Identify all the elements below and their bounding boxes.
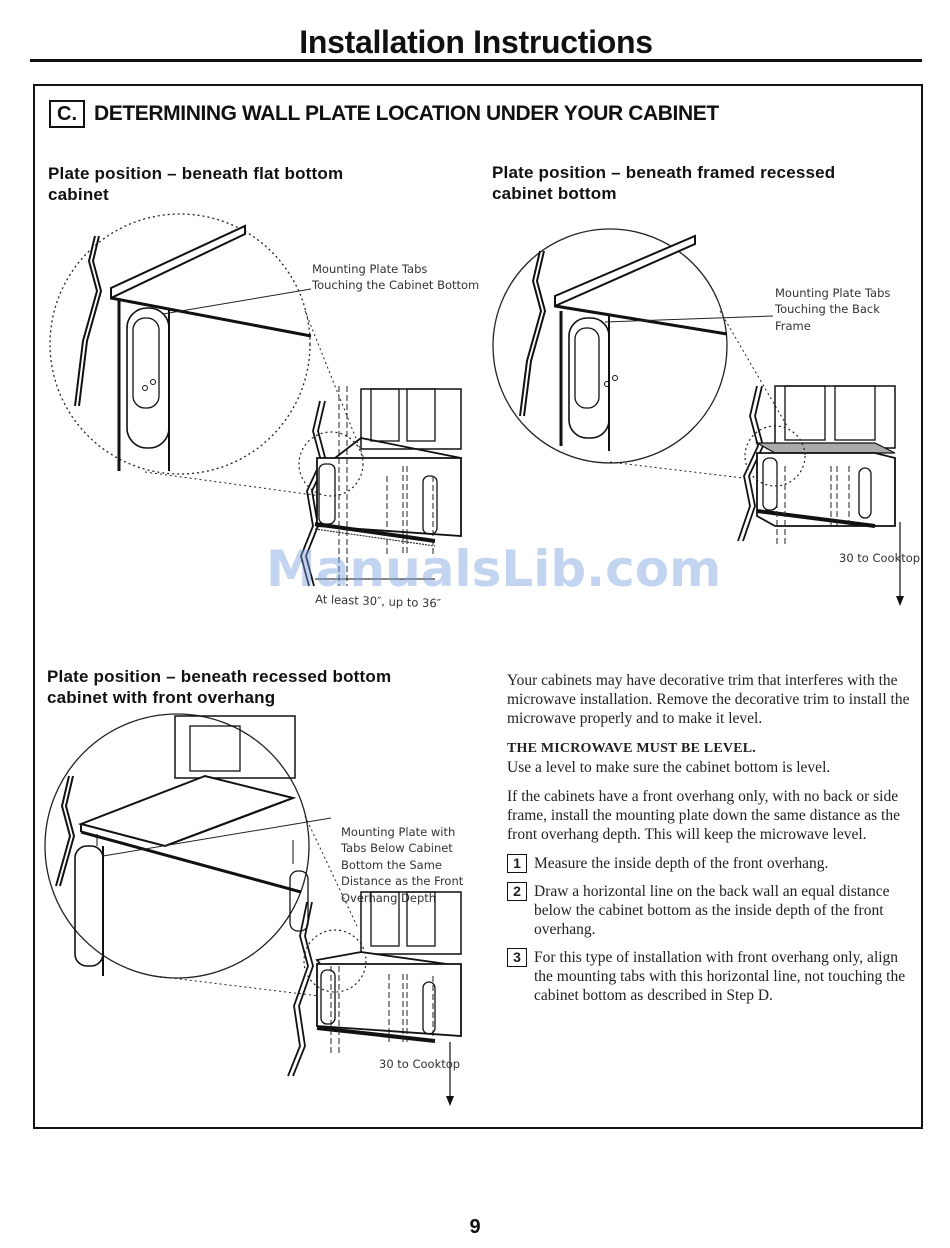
page-title: Installation Instructions — [299, 24, 653, 60]
magnifier-circle — [44, 713, 310, 979]
watermark: ManualsLib.com — [266, 540, 722, 598]
overhang-dimension-label: 30 to Cooktop — [379, 1057, 460, 1071]
flat-cabinet-heading-line2: cabinet — [48, 185, 109, 204]
level-text: Use a level to make sure the cabinet bot… — [507, 759, 831, 776]
page-header: Installation Instructions — [30, 22, 922, 62]
framed-cabinet-heading-line2: cabinet bottom — [492, 184, 617, 203]
framed-cabinet-diagram: Mounting Plate Tabs Touching the Back Fr… — [492, 228, 920, 606]
level-heading: THE MICROWAVE MUST BE LEVEL. — [507, 741, 756, 756]
overhang-callout-line5: Overhang Depth — [341, 891, 436, 905]
step-item: 1 Measure the inside depth of the front … — [507, 854, 915, 873]
overhang-cabinet-heading: Plate position – beneath recessed bottom… — [47, 666, 391, 708]
flat-dimension-label: At least 30″, up to 36″ — [315, 592, 442, 610]
overhang-callout-line2: Tabs Below Cabinet — [340, 841, 453, 855]
framed-callout-line3: Frame — [775, 319, 811, 333]
level-paragraph: THE MICROWAVE MUST BE LEVEL. Use a level… — [507, 738, 915, 777]
step-text: Measure the inside depth of the front ov… — [534, 855, 829, 872]
flat-cabinet-heading: Plate position – beneath flat bottom cab… — [48, 163, 343, 205]
flat-callout-line1: Mounting Plate Tabs — [312, 262, 427, 276]
magnifier-circle — [492, 228, 728, 464]
step-number-badge: 2 — [507, 882, 527, 901]
flat-callout-line2: Touching the Cabinet Bottom — [311, 278, 479, 292]
magnifier-circle — [49, 213, 311, 475]
framed-callout-line1: Mounting Plate Tabs — [775, 286, 890, 300]
step-item: 2 Draw a horizontal line on the back wal… — [507, 882, 915, 939]
section-heading: DETERMINING WALL PLATE LOCATION UNDER YO… — [94, 102, 719, 125]
overhang-callout-line1: Mounting Plate with — [341, 825, 455, 839]
framed-cabinet-heading-line1: Plate position – beneath framed recessed — [492, 163, 836, 182]
step-number-badge: 1 — [507, 854, 527, 873]
instructions-text: Your cabinets may have decorative trim t… — [507, 671, 915, 1014]
section-title: C. DETERMINING WALL PLATE LOCATION UNDER… — [49, 100, 719, 128]
section-letter-badge: C. — [49, 100, 85, 128]
page-number: 9 — [469, 1216, 481, 1238]
step-text: Draw a horizontal line on the back wall … — [534, 883, 890, 938]
trim-paragraph: Your cabinets may have decorative trim t… — [507, 672, 910, 727]
overhang-paragraph: If the cabinets have a front overhang on… — [507, 788, 900, 843]
flat-cabinet-diagram: Mounting Plate Tabs Touching the Cabinet… — [49, 213, 479, 610]
step-item: 3 For this type of installation with fro… — [507, 948, 915, 1005]
framed-dimension-label: 30 to Cooktop — [839, 551, 920, 565]
overhang-callout-line3: Bottom the Same — [341, 858, 442, 872]
section-frame: C. DETERMINING WALL PLATE LOCATION UNDER… — [33, 84, 923, 1129]
framed-callout-line2: Touching the Back — [774, 302, 880, 316]
framed-cabinet-heading: Plate position – beneath framed recessed… — [492, 162, 835, 204]
overhang-cabinet-diagram: Mounting Plate with Tabs Below Cabinet B… — [44, 713, 464, 1106]
flat-cabinet-heading-line1: Plate position – beneath flat bottom — [48, 164, 344, 183]
step-number-badge: 3 — [507, 948, 527, 967]
overhang-cabinet-heading-line1: Plate position – beneath recessed bottom — [47, 667, 392, 686]
overhang-cabinet-heading-line2: cabinet with front overhang — [47, 688, 276, 707]
overhang-callout-line4: Distance as the Front — [341, 874, 464, 888]
step-text: For this type of installation with front… — [534, 949, 906, 1004]
